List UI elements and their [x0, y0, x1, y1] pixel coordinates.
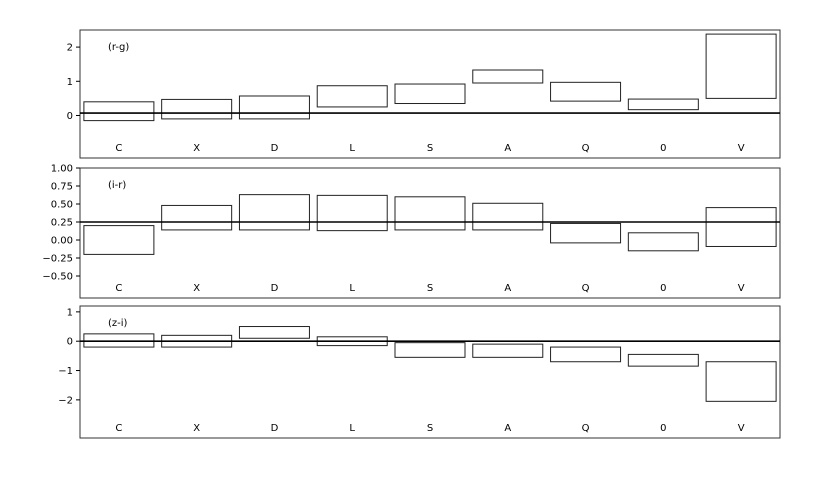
y-tick-label: 0.50 [51, 200, 73, 211]
box-V [705, 33, 777, 99]
panel-frame [79, 29, 781, 159]
y-tick-label: −0.25 [42, 254, 73, 265]
category-label: A [504, 143, 511, 154]
y-tick-label: 1 [67, 307, 73, 318]
box-Q [550, 346, 622, 363]
y-tick-label: −1 [58, 366, 73, 377]
category-label: C [115, 143, 122, 154]
y-tick-label: 0 [67, 337, 73, 348]
y-tick-label: 1 [67, 77, 73, 88]
category-label: V [738, 143, 745, 154]
panel-title: (r-g) [108, 42, 129, 53]
box-C [83, 225, 155, 255]
category-label: S [427, 423, 433, 434]
category-label: D [271, 143, 279, 154]
category-label: L [349, 143, 355, 154]
y-tick-label: −0.50 [42, 272, 73, 283]
box-X [161, 98, 233, 120]
box-0 [627, 98, 699, 111]
box-0 [627, 232, 699, 252]
category-label: 0 [660, 143, 666, 154]
category-label: X [193, 143, 200, 154]
category-label: X [193, 423, 200, 434]
y-tick-label: 0.75 [51, 182, 73, 193]
category-label: C [115, 283, 122, 294]
category-label: 0 [660, 283, 666, 294]
category-label: L [349, 423, 355, 434]
box-S [394, 83, 466, 105]
box-Q [550, 222, 622, 244]
box-C [83, 101, 155, 122]
panel-2: −0.50 −0.25 0.00 0.25 0.50 0.75 1.00C X D L S A Q 0 V (… [42, 164, 781, 299]
box-A [472, 343, 544, 358]
box-S [394, 342, 466, 358]
box-L [316, 85, 388, 108]
category-label: S [427, 283, 433, 294]
y-tick-label: 1.00 [51, 164, 73, 175]
box-Q [550, 81, 622, 102]
category-label: A [504, 423, 511, 434]
category-label: C [115, 423, 122, 434]
category-label: A [504, 283, 511, 294]
box-D [238, 326, 310, 339]
category-label: S [427, 143, 433, 154]
box-A [472, 202, 544, 231]
panel-title: (z-i) [108, 318, 128, 329]
category-label: Q [582, 283, 590, 294]
y-tick-label: −2 [58, 395, 73, 406]
category-label: V [738, 283, 745, 294]
box-D [238, 95, 310, 120]
category-label: D [271, 423, 279, 434]
box-L [316, 194, 388, 232]
category-label: L [349, 283, 355, 294]
box-V [705, 361, 777, 402]
category-label: D [271, 283, 279, 294]
box-S [394, 196, 466, 231]
y-tick-label: 0 [67, 111, 73, 122]
y-tick-label: 2 [67, 43, 73, 54]
category-label: Q [582, 143, 590, 154]
box-X [161, 204, 233, 231]
category-label: 0 [660, 423, 666, 434]
y-tick-label: 0.25 [51, 218, 73, 229]
category-label: X [193, 283, 200, 294]
box-V [705, 207, 777, 247]
panel-frame [79, 167, 781, 299]
panel-title: (i-r) [108, 180, 126, 191]
box-D [238, 194, 310, 231]
category-label: Q [582, 423, 590, 434]
box-0 [627, 353, 699, 367]
category-label: V [738, 423, 745, 434]
y-tick-label: 0.00 [51, 236, 73, 247]
panel-frame [79, 305, 781, 439]
box-A [472, 69, 544, 84]
